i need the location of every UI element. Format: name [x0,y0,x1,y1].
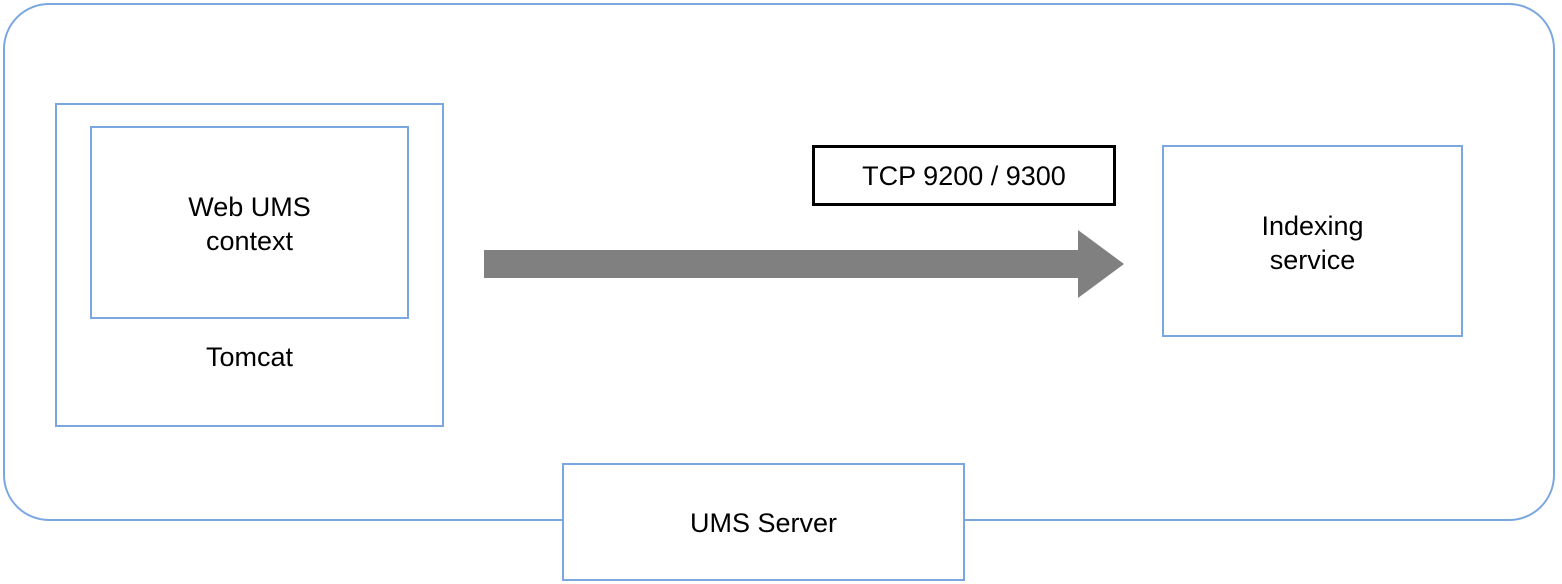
tomcat-label: Tomcat [205,342,294,372]
web-ums-context-node[interactable]: Web UMS context [90,126,409,319]
indexing-service-node[interactable]: Indexing service [1162,145,1463,337]
tomcat-node[interactable]: Tomcat [55,103,444,427]
tcp-port-label-text: TCP 9200 / 9300 [862,160,1066,191]
tcp-port-label: TCP 9200 / 9300 [812,145,1116,206]
ums-server-label: UMS Server [689,508,838,538]
connection-arrow-icon [484,230,1124,298]
web-ums-context-label: Web UMS context [188,192,311,256]
indexing-service-label: Indexing service [1261,211,1364,275]
ums-server-node[interactable]: UMS Server [562,463,965,581]
